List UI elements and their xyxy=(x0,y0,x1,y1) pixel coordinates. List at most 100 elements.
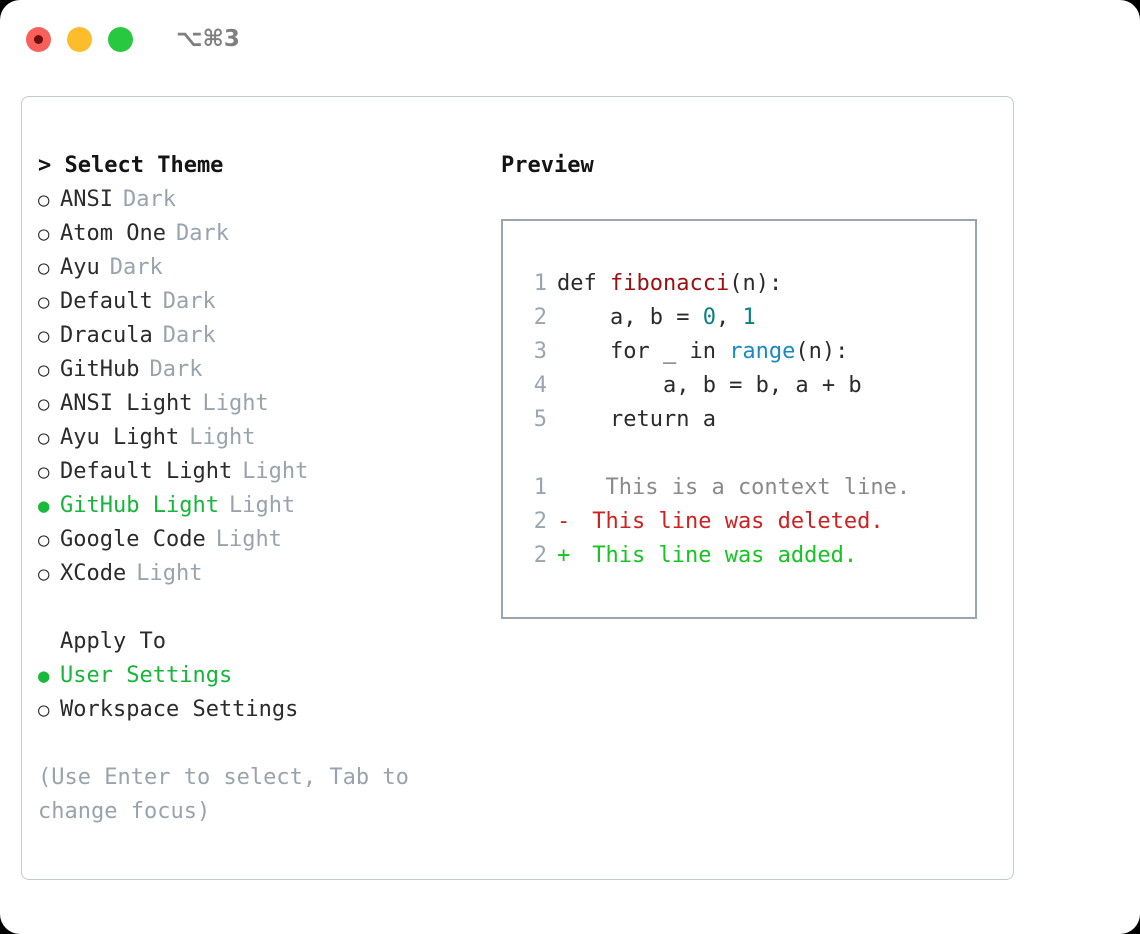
diff-marker xyxy=(557,471,579,505)
keyboard-hint: (Use Enter to select, Tab to change focu… xyxy=(38,765,423,824)
code-token-plain: a, b = b, a + b xyxy=(557,373,862,398)
theme-option-label: Default Light xyxy=(60,459,233,484)
line-number: 4 xyxy=(533,373,547,398)
line-number: 1 xyxy=(533,475,547,500)
theme-option-label: GitHub xyxy=(60,357,140,382)
theme-option-ansi-light[interactable]: ○ ANSI Light Light xyxy=(38,387,498,421)
window-controls xyxy=(26,26,133,52)
code-line: 3 for _ in range(n): xyxy=(521,335,975,369)
radio-unselected-icon: ○ xyxy=(38,461,50,483)
radio-unselected-icon: ○ xyxy=(38,189,50,211)
theme-option-variant: Dark xyxy=(109,255,163,280)
radio-unselected-icon: ○ xyxy=(38,393,50,415)
code-line: 4 a, b = b, a + b xyxy=(521,369,975,403)
radio-unselected-icon: ○ xyxy=(38,427,50,449)
apply-to-label: Apply To xyxy=(60,629,166,654)
keyboard-shortcut-label: ⌥⌘3 xyxy=(176,26,240,52)
theme-option-variant: Light xyxy=(202,391,269,416)
theme-option-variant: Dark xyxy=(122,187,176,212)
apply-to-option-label: Workspace Settings xyxy=(60,697,299,722)
line-number: 1 xyxy=(533,271,547,296)
theme-option-variant: Light xyxy=(189,425,256,450)
apply-to-option-label: User Settings xyxy=(60,663,233,688)
theme-option-ansi[interactable]: ○ ANSI Dark xyxy=(38,183,498,217)
code-token-call: range xyxy=(729,339,796,364)
code-token-num: 0 xyxy=(702,305,716,330)
line-number: 2 xyxy=(533,543,547,568)
theme-option-label: XCode xyxy=(60,561,127,586)
diff-text: This line was added. xyxy=(579,543,858,568)
theme-option-default-light[interactable]: ○ Default Light Light xyxy=(38,455,498,489)
code-line: 5 return a xyxy=(521,403,975,437)
theme-option-atom-one[interactable]: ○ Atom One Dark xyxy=(38,217,498,251)
line-number: 2 xyxy=(533,305,547,330)
radio-unselected-icon: ○ xyxy=(38,223,50,245)
theme-option-variant: Light xyxy=(215,527,282,552)
theme-option-xcode[interactable]: ○ XCode Light xyxy=(38,557,498,591)
diff-marker: + xyxy=(557,543,571,568)
diff-line-del: 2- This line was deleted. xyxy=(521,505,975,539)
diff-sample: 1 This is a context line. 2- This line wa… xyxy=(521,471,975,573)
code-token-fn: fibonacci xyxy=(609,271,730,296)
line-number: 3 xyxy=(533,339,547,364)
apply-to-list[interactable]: ● User Settings ○ Workspace Settings xyxy=(38,659,498,727)
apply-to-option-user-settings[interactable]: ● User Settings xyxy=(38,659,498,693)
maximize-icon[interactable] xyxy=(108,26,133,52)
diff-text: This is a context line. xyxy=(579,475,911,500)
code-token-plain: for _ in xyxy=(557,339,730,364)
radio-unselected-icon: ○ xyxy=(38,699,50,721)
code-token-num: 1 xyxy=(742,305,756,330)
theme-option-variant: Dark xyxy=(175,221,229,246)
minimize-icon[interactable] xyxy=(67,26,92,52)
apply-to-header: ○ Apply To xyxy=(38,625,498,659)
close-icon[interactable] xyxy=(26,26,51,52)
page-title: > Select Theme xyxy=(38,153,224,178)
code-line: 2 a, b = 0, 1 xyxy=(521,301,975,335)
preview-title: Preview xyxy=(501,153,594,178)
radio-unselected-icon: ○ xyxy=(38,325,50,347)
theme-option-dracula[interactable]: ○ Dracula Dark xyxy=(38,319,498,353)
radio-unselected-icon: ○ xyxy=(38,257,50,279)
theme-option-label: Dracula xyxy=(60,323,153,348)
line-number: 2 xyxy=(533,509,547,534)
radio-selected-icon: ● xyxy=(38,495,50,517)
diff-line-add: 2 + This line was added. xyxy=(521,539,975,573)
radio-unselected-icon: ○ xyxy=(38,563,50,585)
code-token-plain: (n): xyxy=(729,271,783,296)
code-token-plain: , xyxy=(715,305,743,330)
theme-option-label: ANSI xyxy=(60,187,113,212)
theme-option-label: Ayu xyxy=(60,255,100,280)
theme-option-label: ANSI Light xyxy=(60,391,193,416)
apply-to-bullet-placeholder: ○ xyxy=(38,625,60,659)
theme-option-ayu[interactable]: ○ Ayu Dark xyxy=(38,251,498,285)
theme-option-variant: Light xyxy=(136,561,203,586)
code-diff-separator xyxy=(521,437,975,471)
code-token-plain: a, b = xyxy=(557,305,703,330)
apply-to-option-workspace-settings[interactable]: ○ Workspace Settings xyxy=(38,693,498,727)
theme-option-variant: Light xyxy=(228,493,296,518)
theme-option-variant: Dark xyxy=(162,323,216,348)
theme-option-label: Google Code xyxy=(60,527,206,552)
list-spacer xyxy=(38,591,498,625)
record-indicator-icon xyxy=(34,34,43,44)
titlebar: ⌥⌘3 xyxy=(0,0,1140,78)
radio-selected-icon: ● xyxy=(38,665,50,687)
diff-marker: - xyxy=(557,509,571,534)
line-number: 5 xyxy=(533,407,547,432)
theme-option-variant: Light xyxy=(242,459,309,484)
theme-option-label: Atom One xyxy=(60,221,166,246)
code-token-plain: (n): xyxy=(795,339,849,364)
code-token-plain: return a xyxy=(557,407,716,432)
radio-unselected-icon: ○ xyxy=(38,291,50,313)
